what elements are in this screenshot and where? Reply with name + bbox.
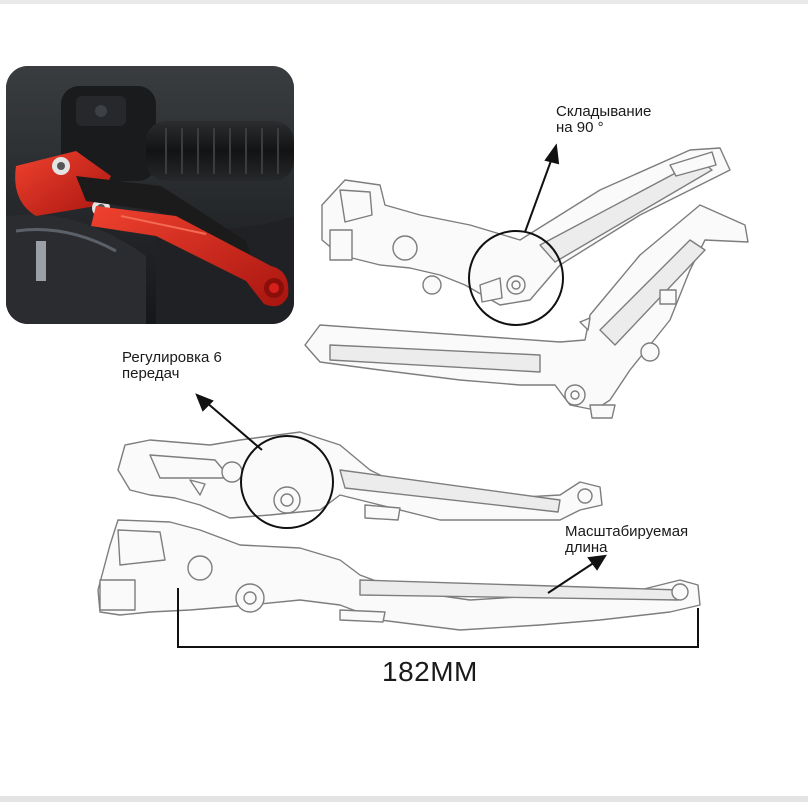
- dimension-bracket: [177, 588, 699, 648]
- extended-lever-lower: [97, 519, 701, 631]
- dimension-label: 182MM: [382, 656, 478, 687]
- bottom-border: [0, 796, 808, 802]
- installed-lever-photo: [6, 66, 294, 324]
- extended-lever-upper: [117, 431, 603, 521]
- adjuster-highlight: [240, 435, 334, 529]
- folded-lever-top: [321, 147, 731, 306]
- length-annotation-line1: Масштабируемая: [565, 523, 689, 540]
- adjust-annotation-line2: передач: [122, 365, 180, 382]
- fold-annotation-line1: Складывание: [556, 103, 652, 120]
- adjust-annotation-line1: Регулировка 6: [122, 349, 222, 366]
- fold-annotation-line2: на 90 °: [556, 119, 604, 136]
- length-annotation: Масштабируемая длина: [565, 524, 688, 556]
- top-border: [0, 0, 808, 4]
- fold-annotation: Складывание на 90 °: [556, 104, 651, 136]
- fold-hinge-highlight: [468, 230, 564, 326]
- folded-lever-middle: [304, 204, 749, 419]
- adjust-annotation: Регулировка 6 передач: [122, 350, 222, 382]
- length-annotation-line2: длина: [565, 539, 608, 556]
